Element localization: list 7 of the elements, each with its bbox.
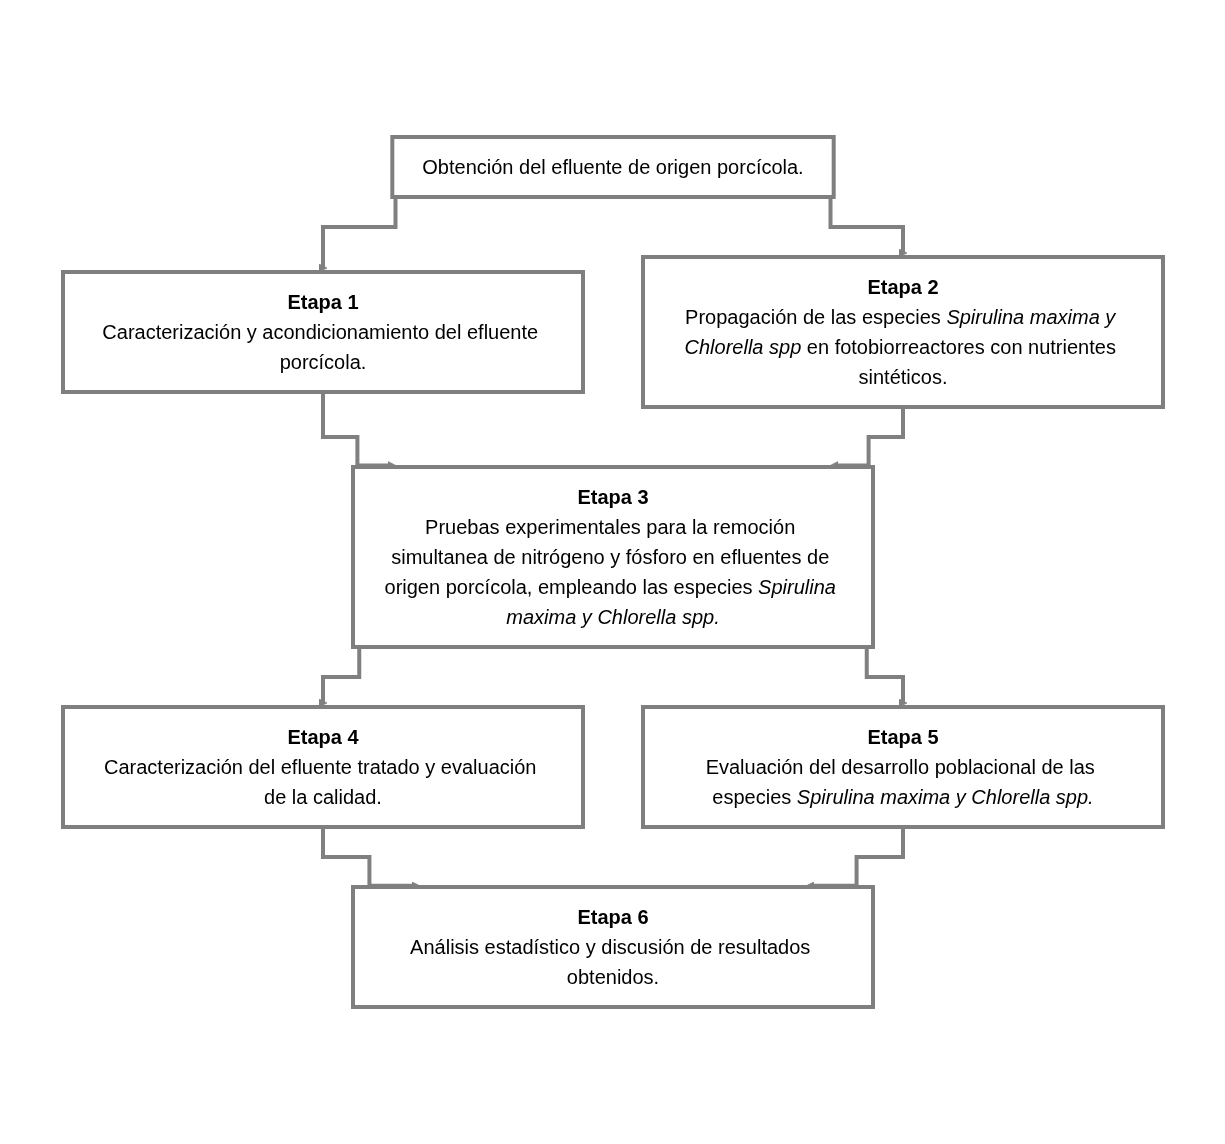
node-box: Etapa 6 Análisis estadístico y discusión de resultados obtenidos. [350, 885, 875, 1009]
node-box: Etapa 1 Caracterización y acondicionamiento del efluente porcícola. [60, 270, 585, 394]
node-box: Etapa 3 Pruebas experimentales para la remoción simultanea de nitrógeno y fósforo en efluentes de origen porcícola, empleando las especies Spirulina maxima y Chlorella spp. [350, 465, 875, 649]
node-box: Obtención del efluente de origen porcícola. [389, 135, 836, 199]
node-box: Etapa 5 Evaluación del desarrollo poblacional de las especies Spirulina maxima y Chlorella spp. [640, 705, 1165, 829]
node-box: Etapa 4 Caracterización del efluente tratado y evaluación de la calidad. [60, 705, 585, 829]
node-box: Etapa 2 Propagación de las especies Spirulina maxima y Chlorella spp en fotobiorreactores con nutrientes sintéticos. [640, 255, 1165, 409]
